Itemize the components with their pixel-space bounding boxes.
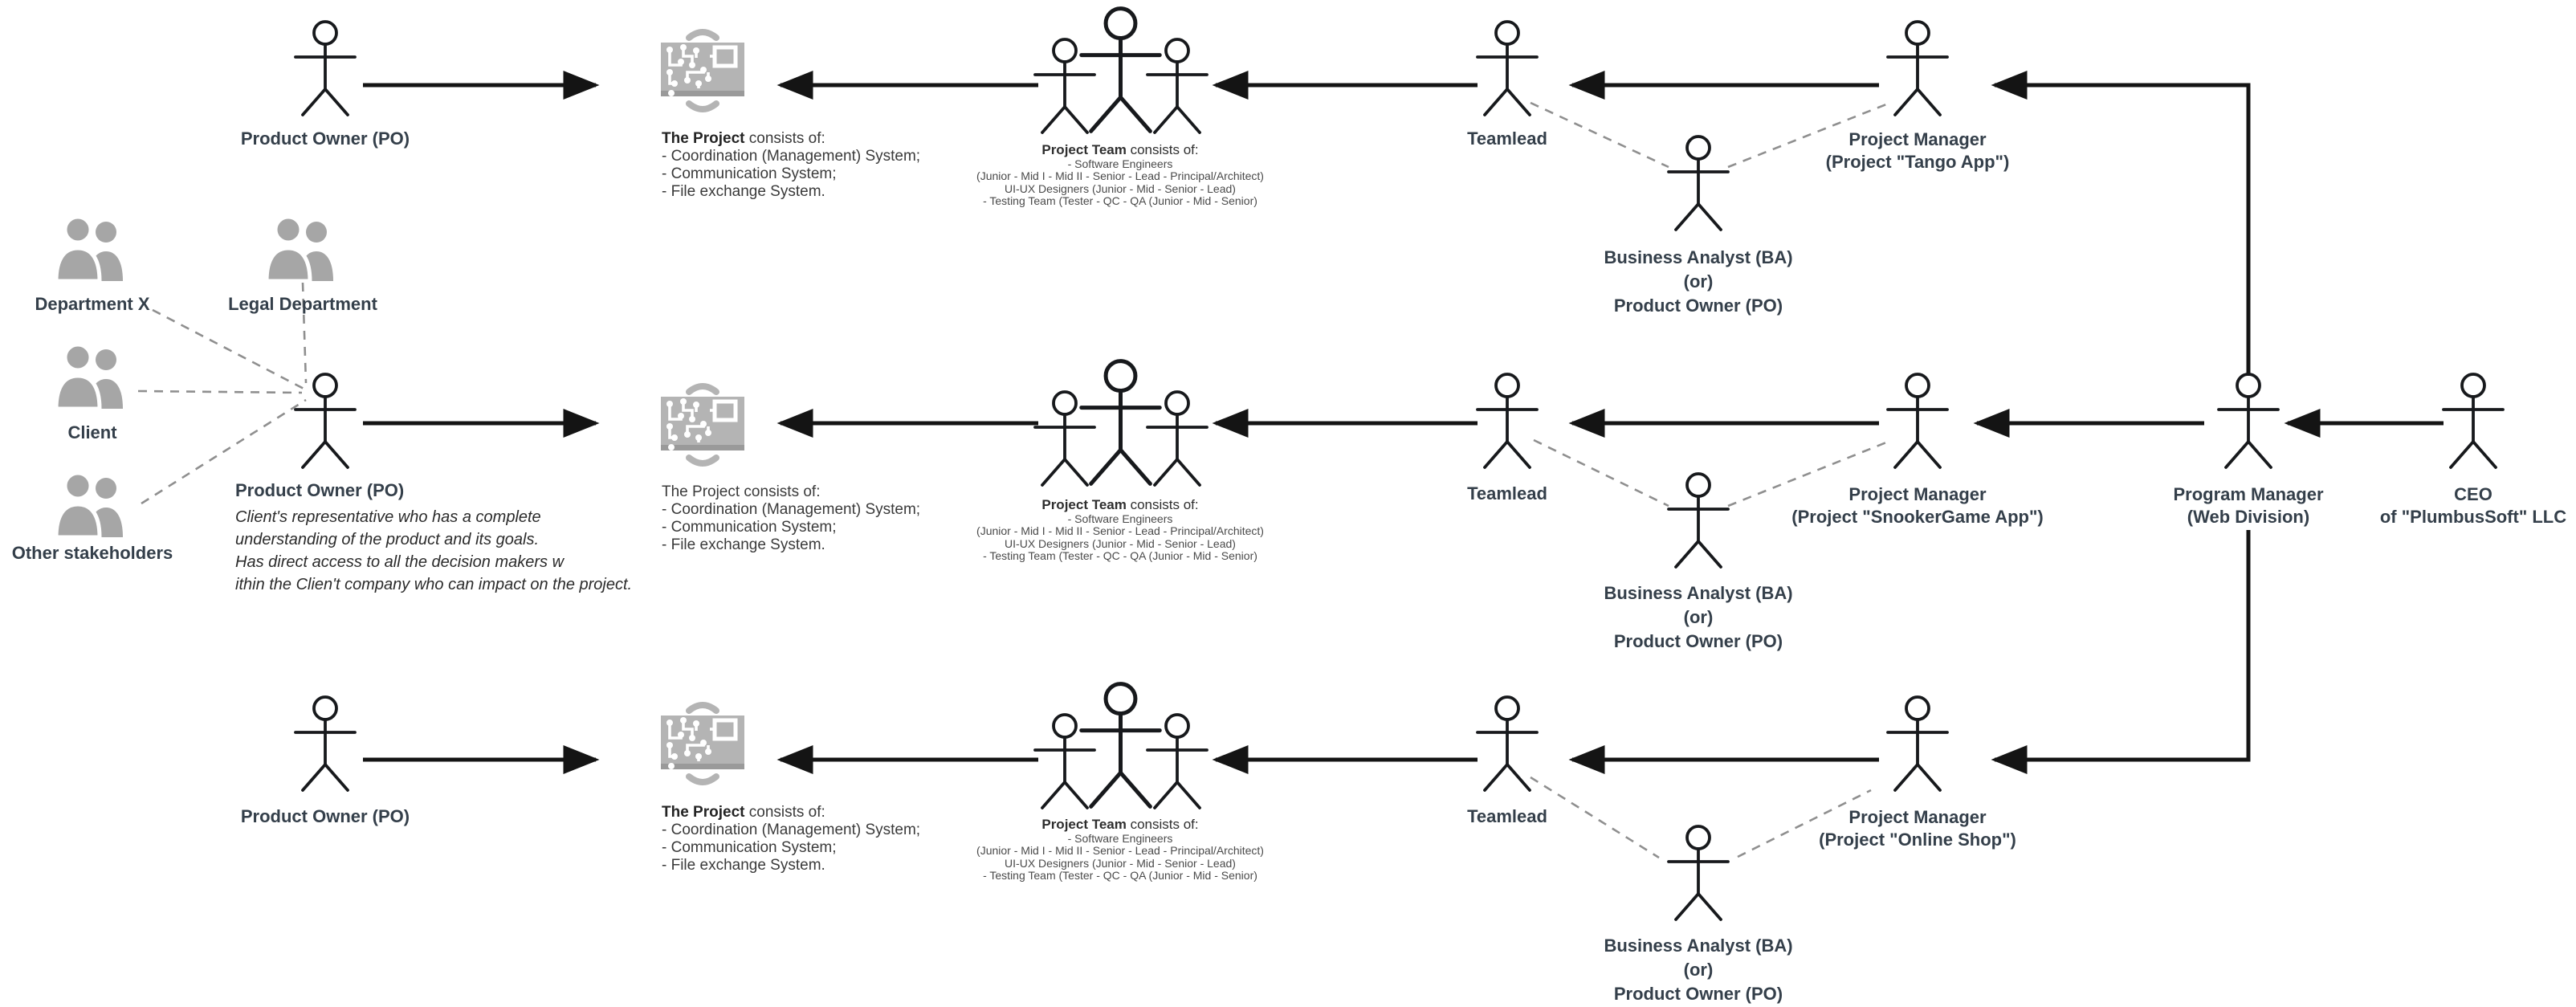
- po-description-line: understanding of the product and its goa…: [235, 531, 540, 548]
- team-line: - Testing Team (Tester - QC - QA (Junior…: [983, 194, 1257, 208]
- ceo-label: CEO of "PlumbusSoft" LLC: [2379, 484, 2567, 527]
- actor-team-right-row2: [1141, 390, 1213, 487]
- actor-team-right-row3: [1141, 713, 1213, 809]
- actor-project-manager-online: [1881, 695, 1954, 792]
- stakeholder-department-x-label: Department X: [35, 294, 150, 314]
- actor-ceo: [2437, 373, 2509, 469]
- dashed-client-to-po: [137, 389, 303, 394]
- product-owner-label-row3: Product Owner (PO): [240, 806, 410, 826]
- project-item: - Coordination (Management) System;: [662, 148, 921, 165]
- system-circuit-icon: [658, 699, 747, 789]
- dashed-teamlead-to-ba-row2: [1533, 438, 1669, 508]
- project-item: - Coordination (Management) System;: [662, 822, 921, 838]
- project-item: - Coordination (Management) System;: [662, 501, 921, 518]
- dashed-teamlead-to-ba-row3: [1530, 776, 1660, 859]
- people-group-icon: [261, 215, 344, 281]
- teamlead-label-row3: Teamlead: [1467, 806, 1547, 826]
- stakeholder-legal-department-label: Legal Department: [228, 294, 377, 314]
- actor-team-right-row1: [1141, 38, 1213, 134]
- team-line: (Junior - Mid I - Mid II - Senior - Lead…: [976, 844, 1264, 858]
- team-line: UI-UX Designers (Junior - Mid - Senior -…: [1005, 536, 1236, 550]
- po-description-line: ithin the Clien't company who can impact…: [235, 576, 633, 593]
- arrow-program-manager-to-pm-online: [1991, 530, 2251, 774]
- actor-team-left-row3: [1029, 713, 1101, 809]
- business-analyst-label-row2: Business Analyst (BA) (or) Product Owner…: [1604, 583, 1793, 651]
- project-item: - File exchange System.: [662, 183, 825, 200]
- actor-teamlead-row1: [1471, 20, 1543, 116]
- people-group-icon: [51, 343, 134, 409]
- arrow-program-manager-to-pm-tango: [1991, 71, 2251, 376]
- product-owner-block-row2: Product Owner (PO) Client's representati…: [235, 480, 632, 596]
- people-group-icon: [51, 215, 134, 281]
- actor-business-analyst-row3: [1662, 825, 1734, 921]
- dashed-ba-to-pm-row1: [1727, 101, 1891, 169]
- system-circuit-icon: [658, 380, 747, 470]
- team-line: UI-UX Designers (Junior - Mid - Senior -…: [1005, 181, 1236, 195]
- dashed-ba-to-pm-row3: [1737, 789, 1872, 858]
- stakeholder-other-stakeholders-label: Other stakeholders: [11, 543, 173, 563]
- program-manager-label: Program Manager (Web Division): [2173, 484, 2324, 527]
- team-line: - Testing Team (Tester - QC - QA (Junior…: [983, 549, 1257, 563]
- actor-business-analyst-row2: [1662, 472, 1734, 569]
- project-description-row3: The Project consists of: - Coordination …: [662, 804, 920, 874]
- project-item: - Communication System;: [662, 839, 837, 856]
- actor-project-manager-snooker: [1881, 373, 1954, 469]
- team-line: - Testing Team (Tester - QC - QA (Junior…: [983, 869, 1257, 883]
- dashed-ba-to-pm-row2: [1727, 439, 1891, 508]
- project-manager-tango-label: Project Manager (Project "Tango App"): [1825, 129, 2010, 172]
- actor-project-manager-tango: [1881, 20, 1954, 116]
- business-analyst-label-row3: Business Analyst (BA) (or) Product Owner…: [1604, 936, 1793, 1004]
- dashed-department-x-to-po: [152, 308, 309, 393]
- actor-team-left-row1: [1029, 38, 1101, 134]
- actor-business-analyst-row1: [1662, 135, 1734, 231]
- project-item: - Communication System;: [662, 165, 837, 182]
- project-description-row1: The Project consists of: - Coordination …: [662, 130, 920, 201]
- actor-product-owner-row2: [289, 373, 361, 469]
- project-team-description-row1: Project Team consists of: - Software Eng…: [976, 141, 1264, 208]
- project-title-line: The Project consists of:: [662, 130, 825, 147]
- dashed-teamlead-to-ba-row1: [1530, 101, 1669, 169]
- project-team-title-line: Project Team consists of:: [1041, 497, 1199, 512]
- project-title-line: The Project consists of:: [662, 804, 825, 821]
- dashed-legal-department-to-po: [301, 282, 308, 384]
- project-description-row2: The Project consists of: - Coordination …: [662, 483, 920, 554]
- project-team-description-row2: Project Team consists of: - Software Eng…: [976, 496, 1264, 563]
- team-line: - Software Engineers: [1067, 512, 1173, 525]
- product-owner-label-row1: Product Owner (PO): [240, 128, 410, 149]
- po-description-line: Client's representative who has a comple…: [235, 508, 541, 526]
- project-manager-snooker-label: Project Manager (Project "SnookerGame Ap…: [1791, 484, 2044, 527]
- project-item: - File exchange System.: [662, 536, 825, 553]
- po-description-line: Has direct access to all the decision ma…: [235, 553, 565, 571]
- project-team-title-line: Project Team consists of:: [1041, 142, 1199, 157]
- project-item: - File exchange System.: [662, 857, 825, 874]
- actor-team-left-row2: [1029, 390, 1101, 487]
- project-team-title-line: Project Team consists of:: [1041, 817, 1199, 832]
- dashed-other-stakeholders-to-po: [141, 398, 307, 505]
- people-group-icon: [51, 471, 134, 537]
- actor-product-owner-row3: [289, 695, 361, 792]
- project-title-line: The Project consists of:: [662, 483, 821, 500]
- actor-teamlead-row3: [1471, 695, 1543, 792]
- project-item: - Communication System;: [662, 519, 837, 536]
- actor-product-owner-row1: [289, 20, 361, 116]
- project-team-description-row3: Project Team consists of: - Software Eng…: [976, 816, 1264, 883]
- business-analyst-label-row1: Business Analyst (BA) (or) Product Owner…: [1604, 247, 1793, 316]
- actor-teamlead-row2: [1471, 373, 1543, 469]
- team-line: - Software Engineers: [1067, 157, 1173, 170]
- actor-program-manager: [2212, 373, 2285, 469]
- team-line: (Junior - Mid I - Mid II - Senior - Lead…: [976, 169, 1264, 183]
- team-line: UI-UX Designers (Junior - Mid - Senior -…: [1005, 856, 1236, 870]
- stakeholder-client-label: Client: [67, 422, 117, 442]
- product-owner-label-row2: Product Owner (PO): [235, 480, 405, 500]
- team-line: - Software Engineers: [1067, 832, 1173, 845]
- project-manager-online-label: Project Manager (Project "Online Shop"): [1819, 807, 2016, 850]
- teamlead-label-row2: Teamlead: [1467, 483, 1547, 503]
- system-circuit-icon: [658, 26, 747, 116]
- team-line: (Junior - Mid I - Mid II - Senior - Lead…: [976, 524, 1264, 538]
- teamlead-label-row1: Teamlead: [1467, 128, 1547, 149]
